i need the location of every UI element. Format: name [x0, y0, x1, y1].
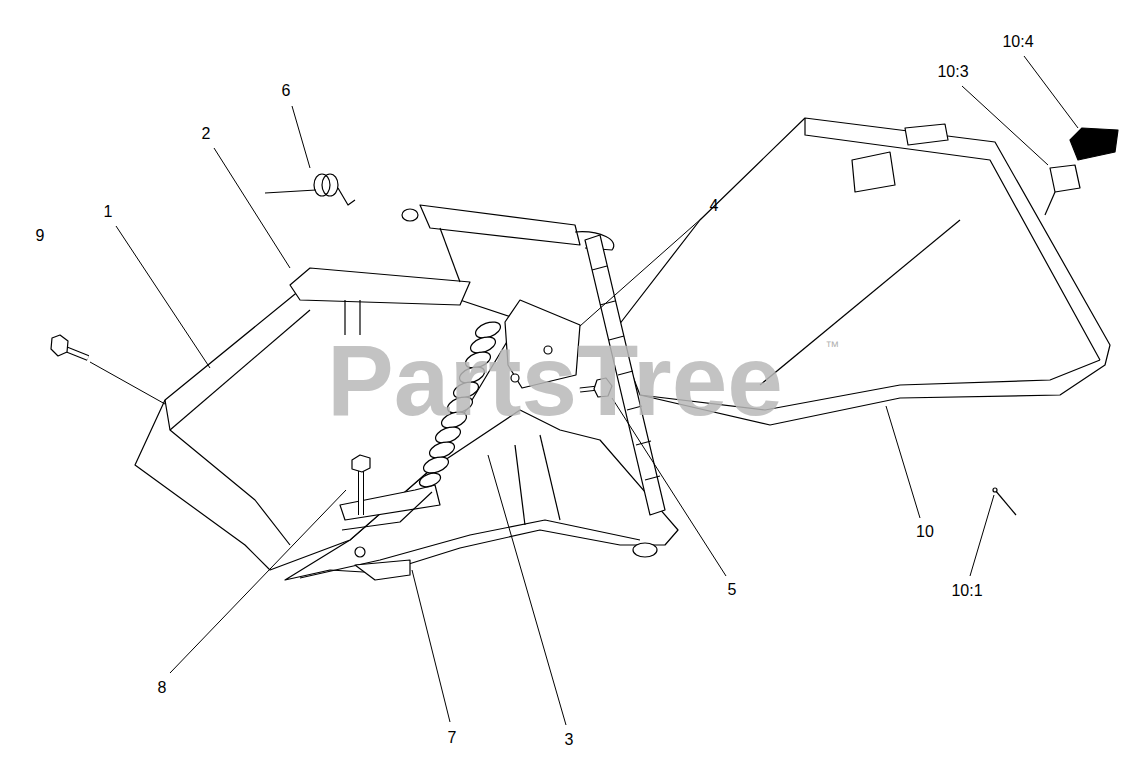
callout-number: 10: [916, 523, 934, 541]
torsion-spring: [265, 174, 355, 205]
watermark: ™: [825, 338, 839, 354]
callout-number: 4: [710, 197, 719, 215]
callout-number: 3: [565, 731, 574, 749]
watermark: PartsTree: [327, 325, 783, 435]
leader-line: [90, 56, 1078, 725]
callout-number: 10:3: [937, 63, 968, 81]
bolt: [51, 335, 88, 358]
cotter-pin: [993, 488, 1016, 515]
bolt: [352, 455, 370, 515]
callout-number: 2: [202, 125, 211, 143]
callout-number: 8: [158, 679, 167, 697]
callout-number: 10:1: [951, 582, 982, 600]
handle: [290, 205, 614, 335]
callout-number: 6: [282, 82, 291, 100]
callout-number: 1: [104, 203, 113, 221]
callout-number: 10:4: [1002, 33, 1033, 51]
switch: [1045, 128, 1118, 215]
callout-number: 5: [728, 581, 737, 599]
callout-number: 9: [36, 227, 45, 245]
callout-number: 7: [448, 729, 457, 747]
